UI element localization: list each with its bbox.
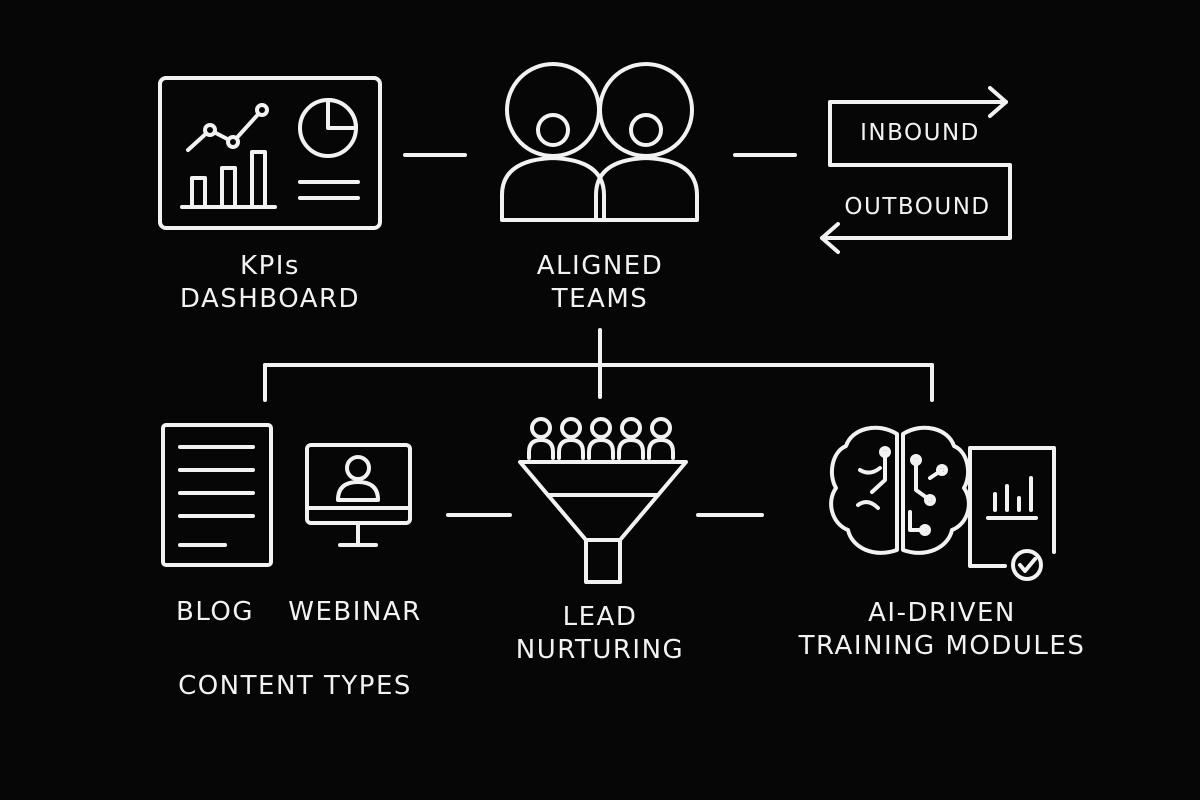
kpi-dashboard-label: KPIs DASHBOARD [170,250,370,316]
webinar-monitor-icon [305,443,412,547]
document-icon [161,423,273,567]
certificate-report-icon [968,446,1056,581]
content-types-label: CONTENT TYPES [178,671,412,701]
aligned-teams-label: ALIGNED TEAMS [500,250,700,316]
webinar-label: WEBINAR [288,597,422,627]
inbound-label: INBOUND [860,120,980,146]
team-icon [500,62,699,222]
two-way-arrows-icon [820,86,1012,254]
blog-label: BLOG [175,597,254,627]
ai-training-label: AI-DRIVEN TRAINING MODULES [782,597,1102,663]
lead-nurturing-label: LEAD NURTURING [490,601,710,667]
lead-label-line1: LEAD [562,602,638,632]
lead-label-line2: NURTURING [515,635,685,665]
ai-label-line2: TRAINING MODULES [798,631,1086,661]
connector-lines [263,153,934,517]
aligned-label-line2: TEAMS [551,284,649,314]
brain-circuit-icon [829,425,971,555]
kpi-label-line1: KPIs [240,251,300,281]
ai-label-line1: AI-DRIVEN [868,598,1016,628]
aligned-label-line1: ALIGNED [536,251,664,281]
kpi-label-line2: DASHBOARD [179,284,361,314]
dashboard-icon [158,76,382,230]
funnel-icon [518,417,688,584]
outbound-label: OUTBOUND [844,194,991,220]
